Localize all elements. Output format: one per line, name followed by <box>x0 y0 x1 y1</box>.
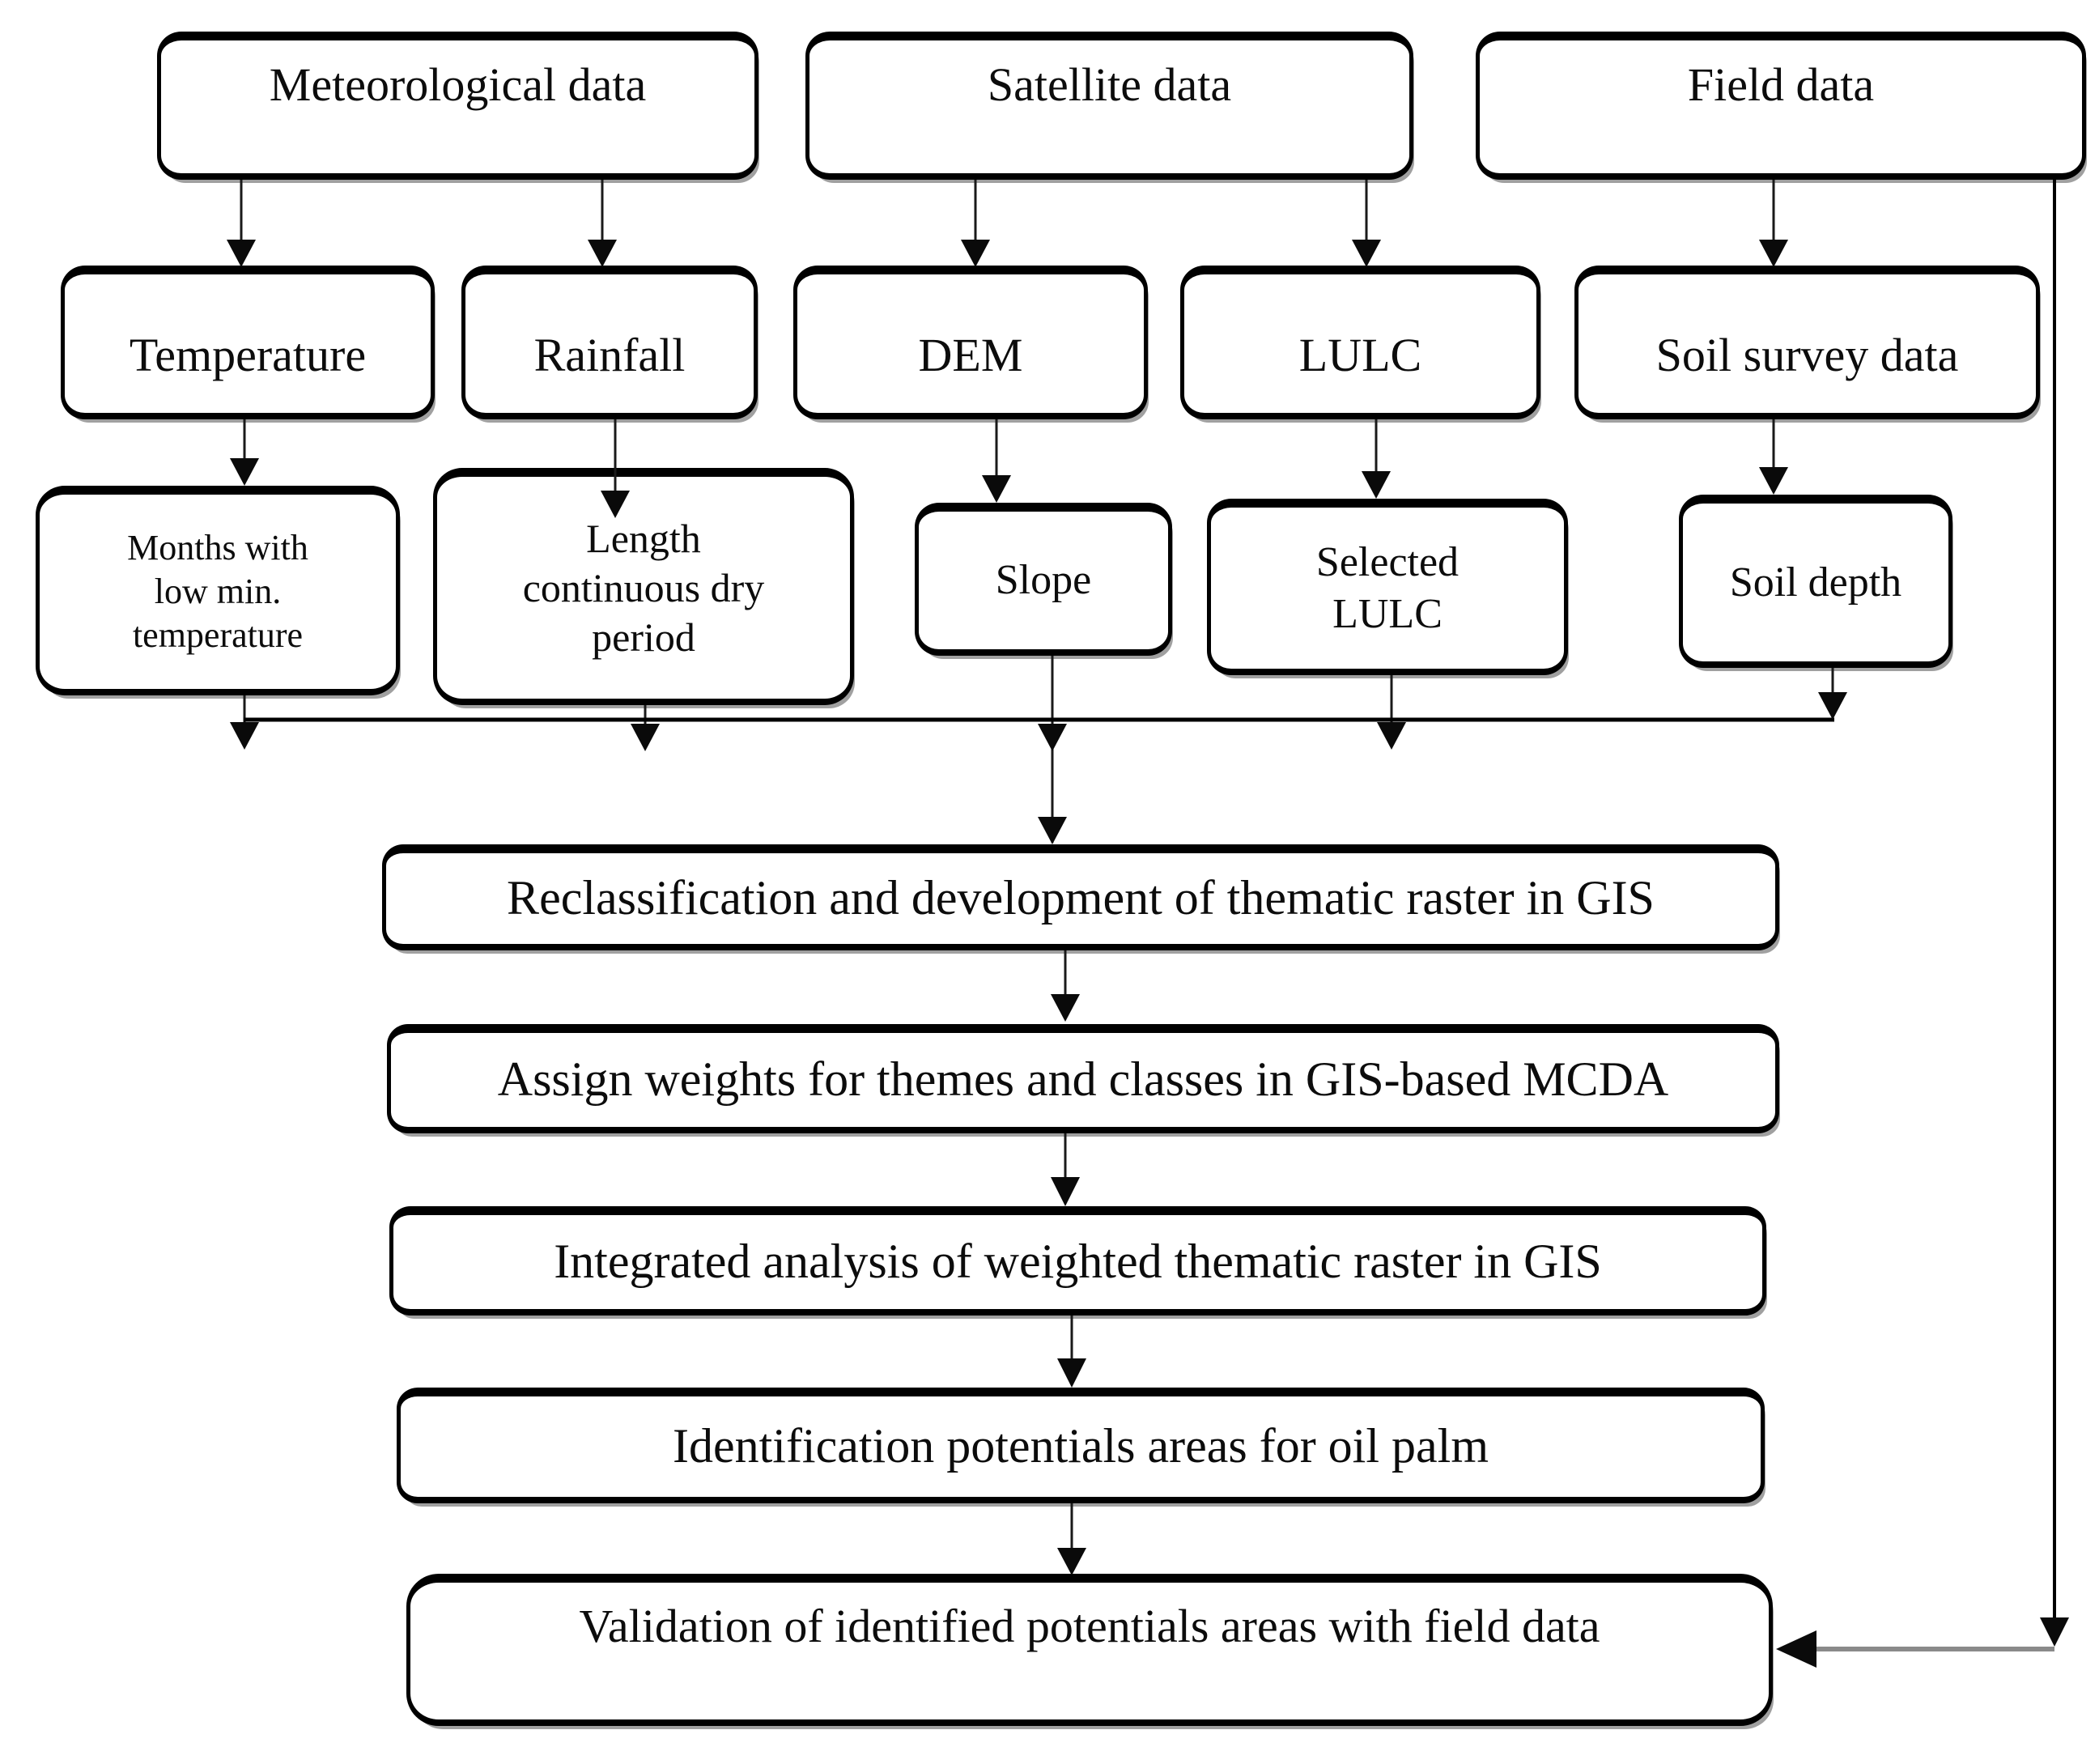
arrowhead-selected-lulc-to-collector <box>1377 722 1406 750</box>
node-reclassification: Reclassification and development of them… <box>382 844 1779 950</box>
arrowhead-feedback-corner-down <box>2040 1617 2069 1647</box>
node-soil-survey-data: Soil survey data <box>1574 266 2040 419</box>
node-satellite-data-label: Satellite data <box>987 58 1232 111</box>
node-assign-weights: Assign weights for themes and classes in… <box>387 1024 1779 1133</box>
arrowhead-soil-survey-to-soil-depth <box>1759 467 1788 495</box>
node-soil-depth-label: Soil depth <box>1729 559 1902 606</box>
node-field-data-label: Field data <box>1687 58 1875 111</box>
node-integrated-analysis: Integrated analysis of weighted thematic… <box>389 1206 1766 1316</box>
arrowhead-reclassification-to-assign <box>1051 994 1080 1022</box>
node-slope: Slope <box>915 503 1172 656</box>
node-assign-weights-label: Assign weights for themes and classes in… <box>497 1052 1669 1107</box>
arrowhead-identification-to-validation <box>1057 1548 1086 1575</box>
node-meteorological-data-label: Meteorological data <box>269 58 647 111</box>
node-slope-label: Slope <box>995 557 1092 604</box>
node-months-low-min-temperature: Months with low min. temperature <box>36 486 400 695</box>
node-temperature: Temperature <box>61 266 435 419</box>
node-selected-lulc: Selected LULC <box>1207 499 1568 675</box>
node-length-continuous-dry-period: Length continuous dry period <box>433 468 854 705</box>
node-lulc: LULC <box>1180 266 1540 419</box>
node-temperature-label: Temperature <box>129 329 367 382</box>
node-satellite-data: Satellite data <box>805 32 1413 180</box>
node-reclassification-label: Reclassification and development of them… <box>507 871 1655 925</box>
node-soil-survey-data-label: Soil survey data <box>1655 329 1959 382</box>
node-soil-depth: Soil depth <box>1679 495 1952 668</box>
node-rainfall-label: Rainfall <box>533 329 686 382</box>
node-validation: Validation of identified potentials area… <box>406 1574 1773 1726</box>
node-identification-potentials-label: Identification potentials areas for oil … <box>673 1419 1489 1473</box>
node-validation-label: Validation of identified potentials area… <box>579 1600 1600 1652</box>
arrowhead-satellite-to-dem <box>961 240 990 267</box>
arrowhead-lulc-to-selected-lulc <box>1362 471 1391 499</box>
node-dem-label: DEM <box>918 329 1023 382</box>
node-meteorological-data: Meteorological data <box>157 32 758 180</box>
node-lulc-label: LULC <box>1298 329 1422 382</box>
arrowhead-met-to-rainfall <box>588 240 617 267</box>
arrowhead-dry-period-to-collector <box>631 724 660 751</box>
arrowhead-temperature-to-months <box>230 458 259 486</box>
node-rainfall: Rainfall <box>461 266 758 419</box>
arrowhead-collector-to-reclassification <box>1038 817 1067 844</box>
node-selected-lulc-label: Selected LULC <box>1315 539 1460 637</box>
node-dem: DEM <box>793 266 1148 419</box>
node-months-low-min-temperature-label: Months with low min. temperature <box>127 528 308 655</box>
arrowhead-slope-at-collector <box>1038 724 1067 751</box>
arrowhead-integrated-to-identification <box>1057 1358 1086 1388</box>
arrowhead-feedback-into-validation <box>1776 1630 1816 1668</box>
arrowhead-assign-to-integrated <box>1051 1177 1080 1206</box>
arrowhead-field-to-soil-survey <box>1759 240 1788 267</box>
arrowhead-dem-to-slope <box>982 475 1011 503</box>
node-length-continuous-dry-period-label: Length continuous dry period <box>522 515 765 660</box>
node-identification-potentials: Identification potentials areas for oil … <box>397 1388 1765 1503</box>
arrowhead-months-to-collector <box>230 722 259 750</box>
node-field-data: Field data <box>1476 32 2086 180</box>
arrowhead-soil-depth-to-collector <box>1818 692 1847 720</box>
arrowhead-satellite-to-lulc <box>1352 240 1381 267</box>
node-integrated-analysis-label: Integrated analysis of weighted thematic… <box>554 1235 1602 1289</box>
arrowhead-met-to-temperature <box>227 240 256 267</box>
